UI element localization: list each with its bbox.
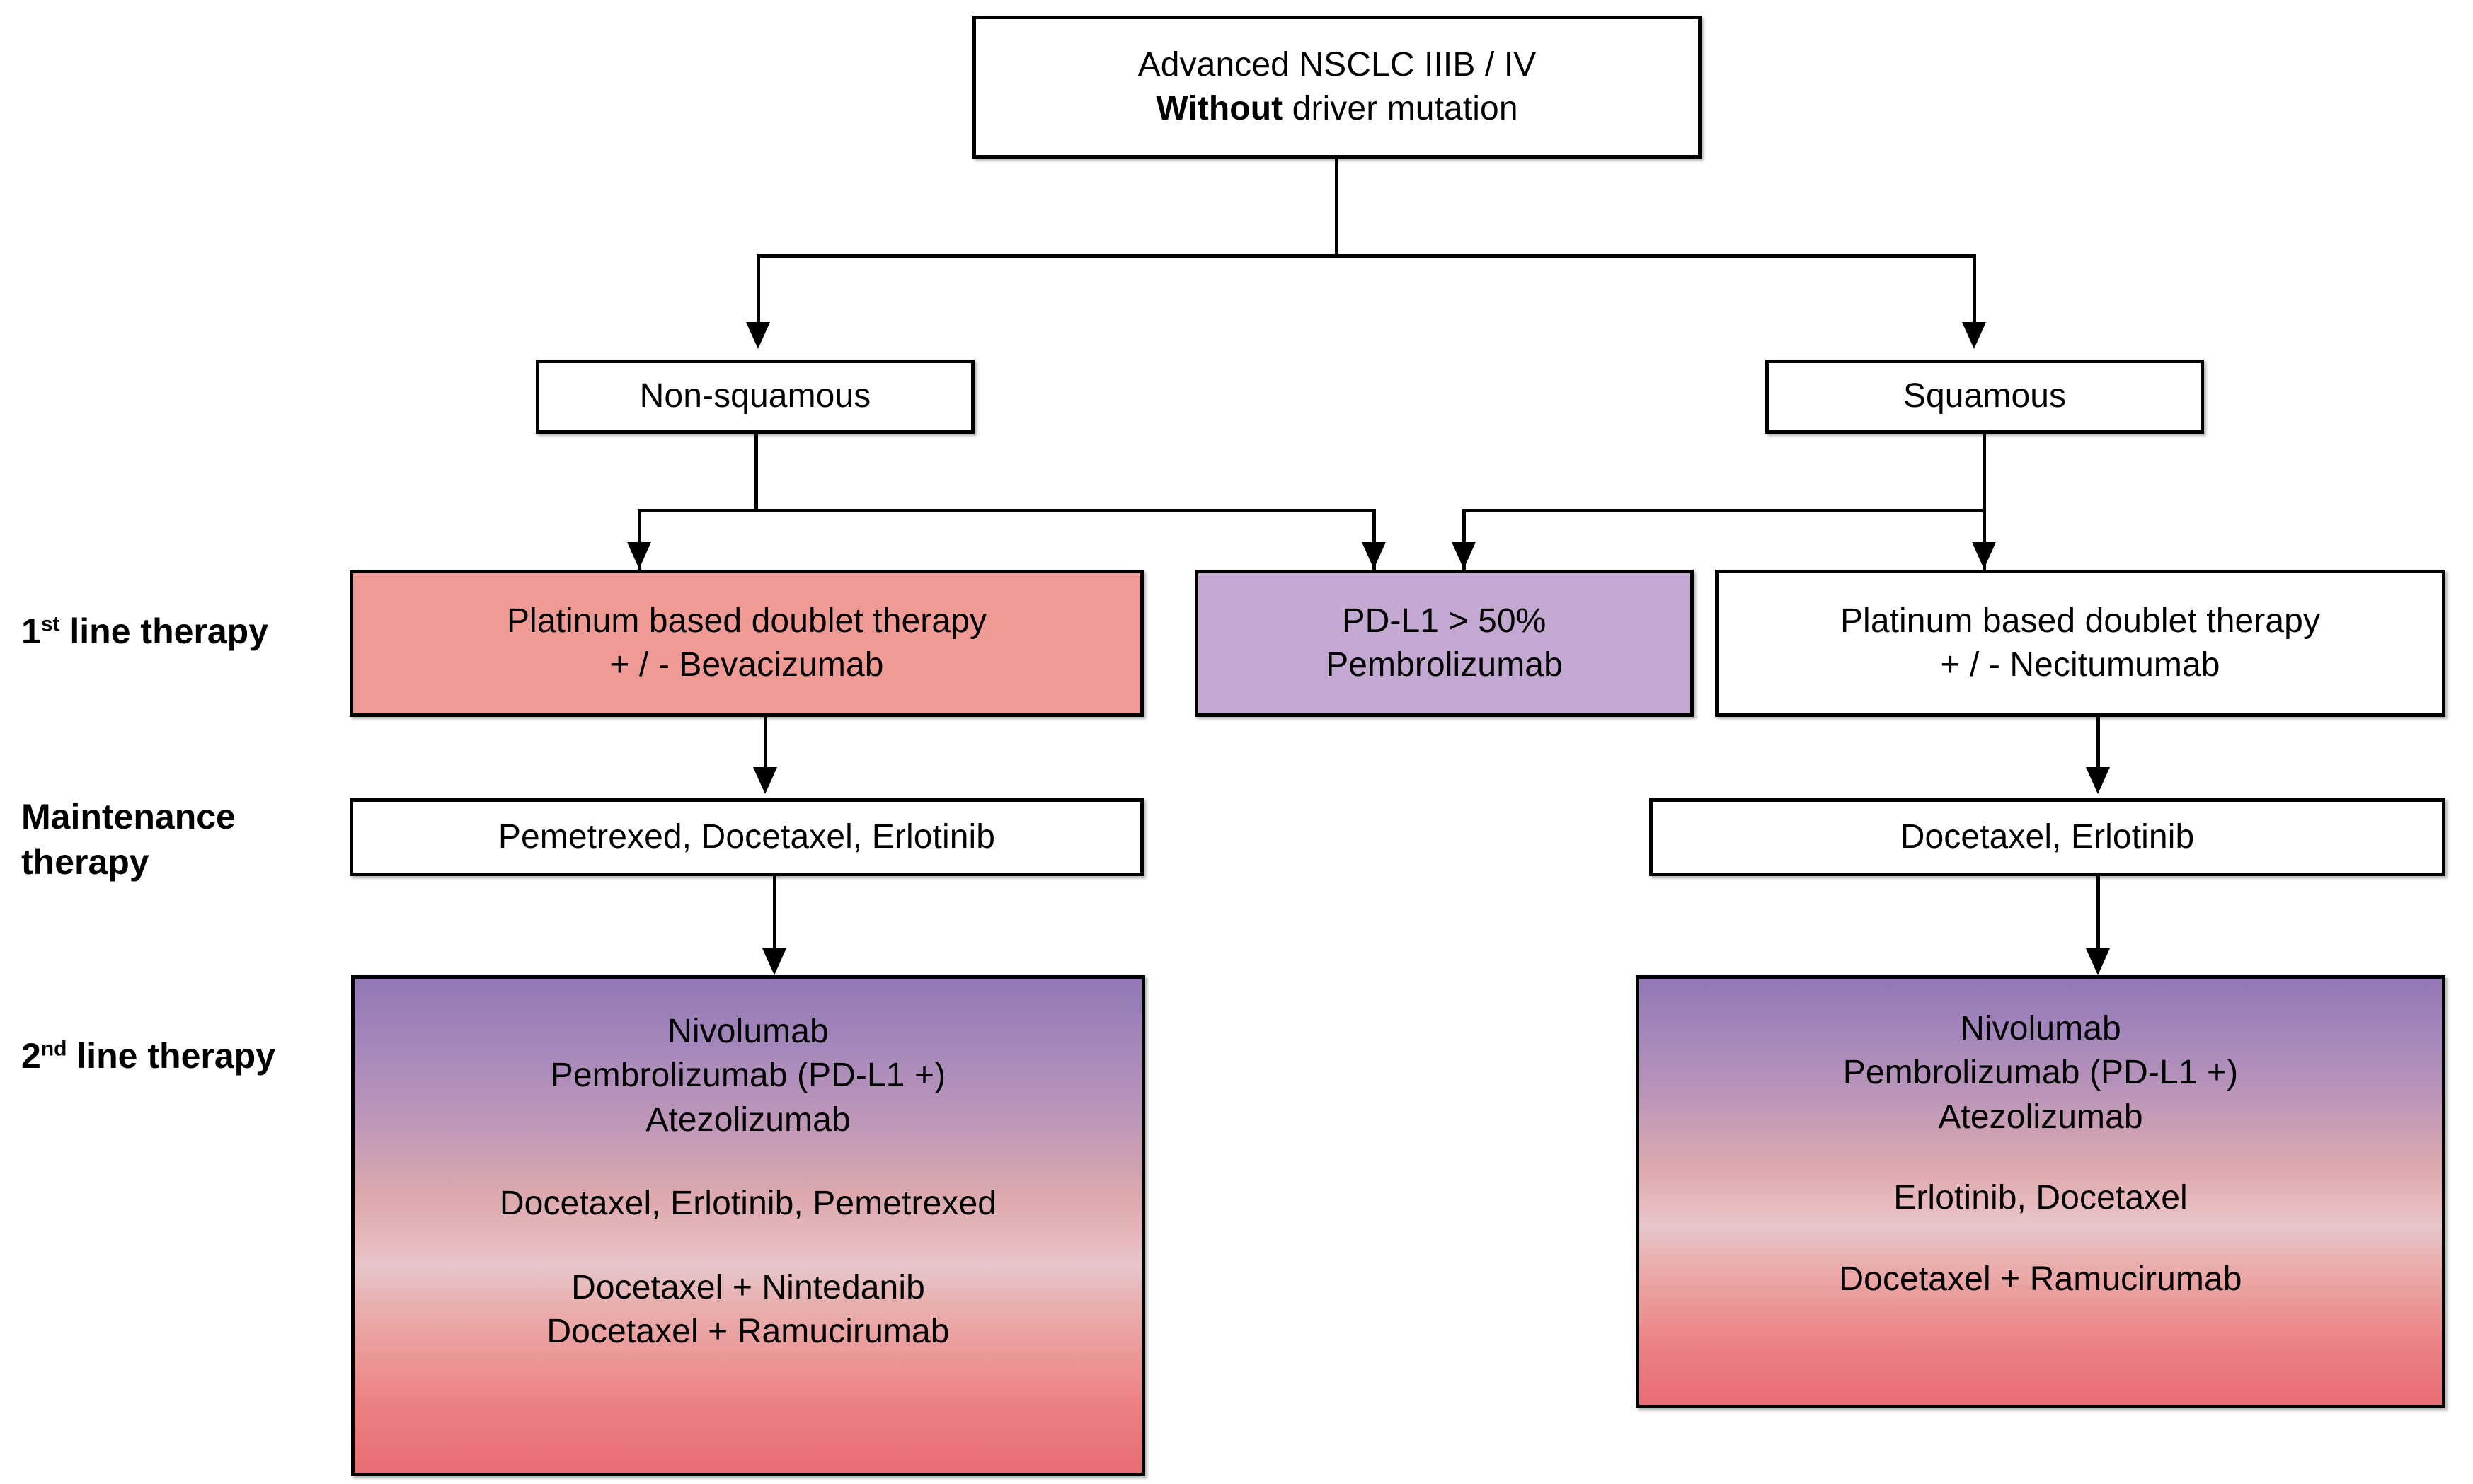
connector-platinum-to-maintenance-sq xyxy=(2096,717,2100,782)
arrowhead-to-secondline-nonsq xyxy=(762,948,786,975)
row-label-maintenance: Maintenance therapy xyxy=(21,794,236,885)
second-line-sq-line1: Nivolumab xyxy=(1960,1010,2121,1047)
node-maintenance-squamous[interactable]: Docetaxel, Erlotinib xyxy=(1649,798,2445,876)
second-line-sq-line4: Erlotinib, Docetaxel xyxy=(1893,1179,2188,1217)
node-first-line-squamous[interactable]: Platinum based doublet therapy + / - Nec… xyxy=(1715,570,2445,717)
connector-root-stem xyxy=(1335,159,1338,256)
node-second-line-nonsquamous[interactable]: Nivolumab Pembrolizumab (PD-L1 +) Atezol… xyxy=(351,975,1145,1476)
second-line-nonsq-line5: Docetaxel + Nintedanib xyxy=(571,1268,925,1306)
node-first-line-nonsquamous[interactable]: Platinum based doublet therapy + / - Bev… xyxy=(350,570,1144,717)
node-squamous[interactable]: Squamous xyxy=(1765,360,2204,434)
second-line-nonsq-line3: Atezolizumab xyxy=(645,1100,851,1139)
connector-platinum-to-maintenance-nonsq xyxy=(764,717,767,782)
arrowhead-squamous-to-pdl1 xyxy=(1452,542,1476,569)
first-line-pdl1-line2: Pembrolizumab xyxy=(1326,646,1563,684)
node-maintenance-nonsquamous[interactable]: Pemetrexed, Docetaxel, Erlotinib xyxy=(350,798,1144,876)
squamous-label: Squamous xyxy=(1903,377,2067,415)
connector-maintenance-to-secondline-nonsq xyxy=(773,876,776,955)
connector-nonsquamous-fork-bar xyxy=(638,509,1376,512)
node-second-line-squamous[interactable]: Nivolumab Pembrolizumab (PD-L1 +) Atezol… xyxy=(1636,975,2445,1408)
connector-nonsquamous-stem xyxy=(754,434,758,512)
second-line-nonsq-line2: Pembrolizumab (PD-L1 +) xyxy=(550,1057,946,1095)
arrowhead-to-maintenance-sq xyxy=(2086,767,2110,794)
second-line-sq-line2: Pembrolizumab (PD-L1 +) xyxy=(1842,1054,2239,1092)
connector-squamous-stem xyxy=(1983,434,1986,512)
connector-nonsquamous-to-pdl1 xyxy=(1372,509,1376,573)
node-first-line-pdl1[interactable]: PD-L1 > 50% Pembrolizumab xyxy=(1195,570,1694,717)
maintenance-label-line2: therapy xyxy=(21,842,149,882)
first-line-sq-line1: Platinum based doublet therapy xyxy=(1840,602,2321,640)
node-nonsquamous[interactable]: Non-squamous xyxy=(536,360,975,434)
node-root-diagnosis[interactable]: Advanced NSCLC IIIB / IV Without driver … xyxy=(972,16,1702,159)
second-line-nonsq-line6: Docetaxel + Ramucirumab xyxy=(546,1312,950,1350)
arrowhead-to-platinum-nec xyxy=(1972,542,1996,569)
second-line-sq-line5: Docetaxel + Ramucirumab xyxy=(1839,1260,2242,1298)
arrowhead-to-nonsquamous xyxy=(746,322,770,349)
arrowhead-to-secondline-sq xyxy=(2086,948,2110,975)
arrowhead-to-platinum-bev xyxy=(627,542,651,569)
connector-squamous-fork-bar xyxy=(1462,509,1986,512)
first-line-pdl1-line1: PD-L1 > 50% xyxy=(1342,602,1547,640)
connector-squamous-to-platinum xyxy=(1983,509,1986,573)
root-line-1: Advanced NSCLC IIIB / IV xyxy=(1137,45,1537,84)
row-label-first-line: 1st line therapy xyxy=(21,611,269,651)
maintenance-nonsq-label: Pemetrexed, Docetaxel, Erlotinib xyxy=(498,817,996,856)
row-label-second-line: 2nd line therapy xyxy=(21,1036,275,1076)
connector-root-to-nonsquamous xyxy=(757,254,760,330)
connector-nonsquamous-to-platinum xyxy=(638,509,641,573)
arrowhead-to-maintenance-nonsq xyxy=(753,767,777,794)
second-line-nonsq-line4: Docetaxel, Erlotinib, Pemetrexed xyxy=(499,1185,997,1223)
maintenance-label-line1: Maintenance xyxy=(21,797,236,836)
connector-root-fork-bar xyxy=(757,254,1976,258)
second-line-sq-line3: Atezolizumab xyxy=(1938,1098,2143,1136)
connector-root-to-squamous xyxy=(1973,254,1976,330)
second-line-nonsq-line1: Nivolumab xyxy=(667,1013,829,1050)
root-line-2: Without driver mutation xyxy=(1156,90,1518,127)
arrowhead-nonsquamous-to-pdl1 xyxy=(1362,542,1386,569)
nonsquamous-label: Non-squamous xyxy=(639,377,871,415)
first-line-nonsq-line2: + / - Bevacizumab xyxy=(609,646,884,684)
arrowhead-to-squamous xyxy=(1962,322,1986,349)
connector-maintenance-to-secondline-sq xyxy=(2096,876,2100,955)
first-line-nonsq-line1: Platinum based doublet therapy xyxy=(506,602,987,640)
maintenance-sq-label: Docetaxel, Erlotinib xyxy=(1900,817,2195,856)
connector-squamous-to-pdl1 xyxy=(1462,509,1466,573)
first-line-sq-line2: + / - Necitumumab xyxy=(1940,646,2220,684)
